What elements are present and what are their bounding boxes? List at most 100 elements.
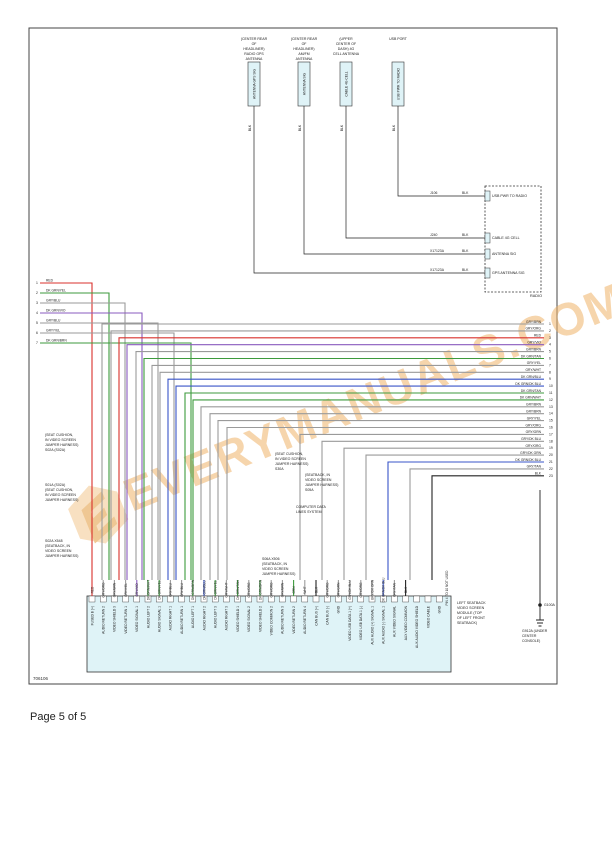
radio-connector-label: X17123A — [430, 268, 445, 272]
radio-antenna-lead — [253, 106, 485, 274]
module-pin-label: VIDEO RETURN 2 — [292, 606, 296, 634]
splice-annotation-text: S01A (S02A) — [45, 483, 65, 487]
output-wire-number: 5 — [549, 350, 551, 354]
input-wire — [40, 312, 143, 580]
output-wire-number: 3 — [549, 336, 551, 340]
output-wire-number: 7 — [549, 363, 551, 367]
radio-name-label: RADIO — [530, 294, 542, 298]
antenna-location-text: HEADLINER) — [293, 47, 314, 51]
splice-annotation-text: (SEATBACK, IN — [262, 562, 287, 566]
module-pin-label: VIDEO SHIELD 1 — [236, 606, 240, 632]
output-wire-color: GRY/ORG — [525, 423, 541, 427]
output-wire-number: 22 — [549, 467, 553, 471]
module-wire-color: GRY/ORG — [247, 582, 251, 598]
module-pin-label: AUDIO RETURN 3 — [281, 606, 285, 634]
radio-connector-label: J106 — [430, 191, 437, 195]
antenna-location-text: USB PORT — [389, 37, 408, 41]
module-pin-label: AUDIO RIGHT 2 — [202, 606, 206, 630]
module-pin-label: AUX VIDEO SIGNAL — [393, 606, 397, 637]
input-wire-number: 5 — [36, 321, 38, 325]
input-wire — [40, 292, 110, 580]
output-wire-color: DK GRN/DK BLU — [515, 382, 541, 386]
module-pin-label: GND — [438, 605, 442, 613]
module-wire-color: GRN — [292, 586, 296, 594]
output-wire-color: GRY/YEL — [527, 361, 541, 365]
module-pin-label: VIDEO COMMON 2 — [270, 606, 274, 635]
module-wire-color: GRY/TAN — [393, 582, 397, 597]
module-pin-box — [413, 595, 420, 603]
diagram-frame — [28, 27, 558, 685]
module-wire-color: DK GRN/YEL — [214, 580, 218, 600]
output-wire-color: RED — [534, 334, 542, 338]
radio-antenna-lead — [345, 106, 485, 239]
radio-connector-label: X17123A — [430, 249, 445, 253]
output-wire-number: 13 — [549, 405, 553, 409]
splice-annotation-text: S30A — [275, 467, 284, 471]
output-wire — [143, 357, 544, 580]
module-pin-box — [290, 595, 297, 603]
module-wire-color: GRY/VIO — [135, 583, 139, 597]
antenna-device-label: USB PWR TO RADIO — [397, 68, 401, 101]
output-wire — [209, 413, 544, 580]
module-pin-label: VIDEO USB DATA 1 (+) — [348, 606, 352, 641]
output-wire-number: 21 — [549, 460, 553, 464]
output-wire-number: 8 — [549, 370, 551, 374]
module-pin-label: GND — [337, 605, 341, 613]
output-wire-color: GRY/BRN — [526, 410, 542, 414]
radio-wire-color: BLK — [462, 249, 469, 253]
module-wire-color: GRY/GRN — [337, 582, 341, 598]
splice-annotation-text: VIDEO SCREEN — [45, 549, 72, 553]
output-wire-number: 23 — [549, 474, 553, 478]
module-pin-label: VIDEO SIGNAL 2 — [247, 606, 251, 632]
module-name-text: SEATBACK) — [457, 621, 477, 625]
module-box — [86, 595, 452, 673]
splice-annotation-text: S02A X548 — [45, 539, 63, 543]
module-wire-color: DK GRN/DK BLU — [382, 577, 386, 602]
input-wire-color: GRY/BLU — [46, 319, 61, 323]
output-wire-color: GRY/DK GRN — [520, 451, 541, 455]
output-wire — [175, 385, 544, 580]
output-wire — [431, 475, 544, 580]
antenna-wire-color: BLK — [340, 124, 344, 131]
module-wire-color: DK GRN/BRN — [258, 579, 262, 600]
module-wire-color: WHT — [303, 586, 307, 593]
module-pin-box — [312, 595, 320, 603]
output-wire-color: DK GRN/BLU — [521, 375, 542, 379]
output-wire-color: GRY/TAN — [527, 465, 542, 469]
input-wire-color: DK GRN/BRN — [46, 339, 67, 343]
module-wire-color: GRY/ORG — [102, 582, 106, 598]
output-wire — [151, 364, 544, 580]
output-wire — [299, 433, 544, 580]
radio-connector-label: J240 — [430, 233, 437, 237]
input-wire-color: DK GRN/VIO — [46, 309, 66, 313]
module-pin-label: AUDIO RETURN 2 — [102, 606, 106, 634]
module-pin-label: VIDEO USB DATA 1 (-) — [359, 606, 363, 640]
output-wire — [192, 399, 544, 580]
antenna-location-text: AM/FM — [298, 52, 309, 56]
input-wire — [40, 282, 93, 580]
module-name-text: OF LEFT FRONT — [457, 616, 486, 620]
module-wire-color: GRY/BLU — [169, 582, 173, 597]
output-wire-number: 19 — [549, 446, 553, 450]
output-wire-number: 17 — [549, 432, 553, 436]
radio-box — [484, 185, 542, 293]
ground-splice-dot — [538, 603, 542, 607]
module-pin-box — [424, 595, 432, 603]
antenna-location-text: DASH) 4G — [338, 47, 355, 51]
module-pin-label: AUDIO RIGHT 3 — [225, 606, 229, 630]
output-wire — [387, 461, 544, 580]
radio-pin-label: GPS ANTENNA SIG — [492, 271, 525, 275]
input-wire-color: DK GRN/YEL — [46, 289, 66, 293]
watermark-logo-icon — [68, 485, 129, 544]
output-wire-color: GRY/BRN — [526, 403, 542, 407]
output-wire-number: 4 — [549, 343, 551, 347]
module-pin-label: CAN BUS (+) — [314, 606, 318, 626]
radio-wire-color: BLK — [462, 268, 469, 272]
input-wire-number: 7 — [36, 341, 38, 345]
antenna-wire-color: BLK — [392, 124, 396, 131]
module-wire-color: DK GRN/YEL — [158, 580, 162, 600]
